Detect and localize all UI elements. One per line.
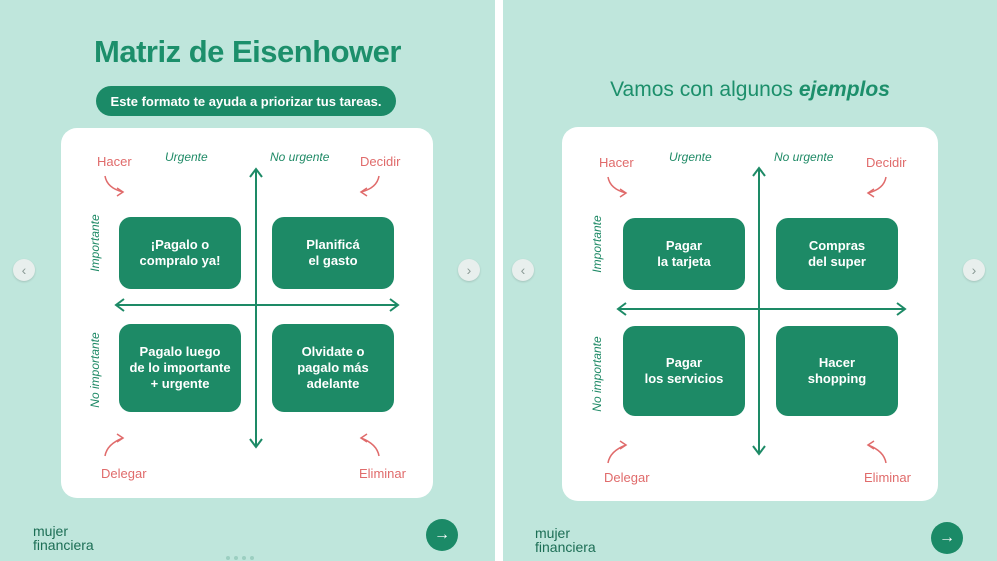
title-emphasis: ejemplos (798, 78, 890, 101)
matrix-axes (607, 166, 907, 464)
slide-right: Vamos con algunos ejemplos Hacer Urgente… (503, 0, 997, 561)
label-importante: Importante (88, 214, 102, 272)
label-decidir: Decidir (866, 155, 907, 170)
label-hacer: Hacer (599, 155, 634, 170)
label-eliminar: Eliminar (359, 466, 406, 481)
slide-left: Matriz de Eisenhower Este formato te ayu… (0, 0, 495, 561)
slide-title: Matriz de Eisenhower (94, 34, 401, 69)
next-arrow-button[interactable]: → (931, 522, 963, 554)
next-arrow-button[interactable]: → (426, 519, 458, 551)
label-delegar: Delegar (101, 466, 147, 481)
label-decidir: Decidir (360, 154, 401, 169)
quadrant-not-urgent-not-important: Hacer shopping (776, 326, 898, 416)
quadrant-urgent-not-important: Pagar los servicios (623, 326, 745, 416)
label-hacer: Hacer (97, 154, 132, 169)
quadrant-urgent-important: ¡Pagalo o compralo ya! (119, 217, 241, 289)
slide-title: Vamos con algunos ejemplos (503, 78, 997, 102)
label-delegar: Delegar (604, 470, 650, 485)
logo: mujer financiera (535, 526, 596, 554)
quadrant-urgent-important: Pagar la tarjeta (623, 218, 745, 290)
next-slide-button[interactable]: › (458, 259, 480, 281)
label-no-urgente: No urgente (270, 150, 330, 164)
matrix-axes (104, 167, 400, 457)
quadrant-urgent-not-important: Pagalo luego de lo importante + urgente (119, 324, 241, 412)
label-eliminar: Eliminar (864, 470, 911, 485)
prev-slide-button[interactable]: ‹ (512, 259, 534, 281)
logo-line2: financiera (33, 537, 94, 553)
matrix-card: Hacer Urgente No urgente Decidir Importa… (562, 127, 938, 501)
prev-slide-button[interactable]: ‹ (13, 259, 35, 281)
quadrant-not-urgent-not-important: Olvidate o pagalo más adelante (272, 324, 394, 412)
label-urgente: Urgente (669, 150, 712, 164)
label-importante: Importante (590, 215, 604, 273)
quadrant-not-urgent-important: Compras del super (776, 218, 898, 290)
next-slide-button[interactable]: › (963, 259, 985, 281)
logo-line1: mujer (33, 523, 69, 539)
title-prefix: Vamos con algunos (610, 78, 793, 101)
subtitle-pill: Este formato te ayuda a priorizar tus ta… (96, 86, 396, 116)
label-no-importante: No importante (88, 332, 102, 408)
label-urgente: Urgente (165, 150, 208, 164)
matrix-card: Hacer Urgente No urgente Decidir Importa… (61, 128, 433, 498)
carousel-dots (226, 556, 254, 560)
label-no-urgente: No urgente (774, 150, 834, 164)
logo-line1: mujer (535, 525, 571, 541)
logo: mujer financiera (33, 524, 94, 552)
label-no-importante: No importante (590, 336, 604, 412)
quadrant-not-urgent-important: Planificá el gasto (272, 217, 394, 289)
logo-line2: financiera (535, 539, 596, 555)
